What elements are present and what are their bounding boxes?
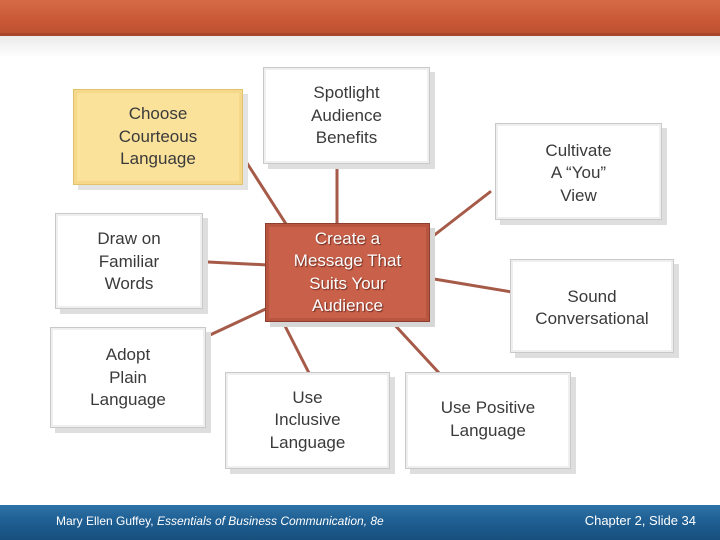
node-center-create-message: Create a Message That Suits Your Audienc… — [265, 223, 430, 322]
footer-bar — [0, 505, 720, 540]
connector-familiar — [206, 260, 270, 267]
node-sound-conversational: Sound Conversational — [510, 259, 674, 353]
connector-inclusive — [281, 320, 312, 377]
title-bar-shadow — [0, 36, 720, 58]
connector-conversational — [426, 276, 514, 294]
node-use-inclusive-language: Use Inclusive Language — [225, 372, 390, 469]
node-choose-courteous-language: Choose Courteous Language — [73, 89, 243, 185]
footer-citation: Mary Ellen Guffey, Essentials of Busines… — [56, 506, 384, 536]
node-draw-on-familiar-words: Draw on Familiar Words — [55, 213, 203, 309]
node-spotlight-audience-benefits: Spotlight Audience Benefits — [263, 67, 430, 164]
node-cultivate-you-view: Cultivate A “You” View — [495, 123, 662, 220]
connector-cultivate — [426, 190, 492, 242]
connector-positive — [390, 320, 442, 376]
title-bar — [0, 0, 720, 36]
footer-book-title: Essentials of Business Communication, 8e — [156, 514, 384, 528]
footer-slide-number: Chapter 2, Slide 34 — [584, 513, 696, 528]
footer-author: Mary Ellen Guffey, — [56, 514, 157, 528]
node-adopt-plain-language: Adopt Plain Language — [50, 327, 206, 428]
node-use-positive-language: Use Positive Language — [405, 372, 571, 469]
